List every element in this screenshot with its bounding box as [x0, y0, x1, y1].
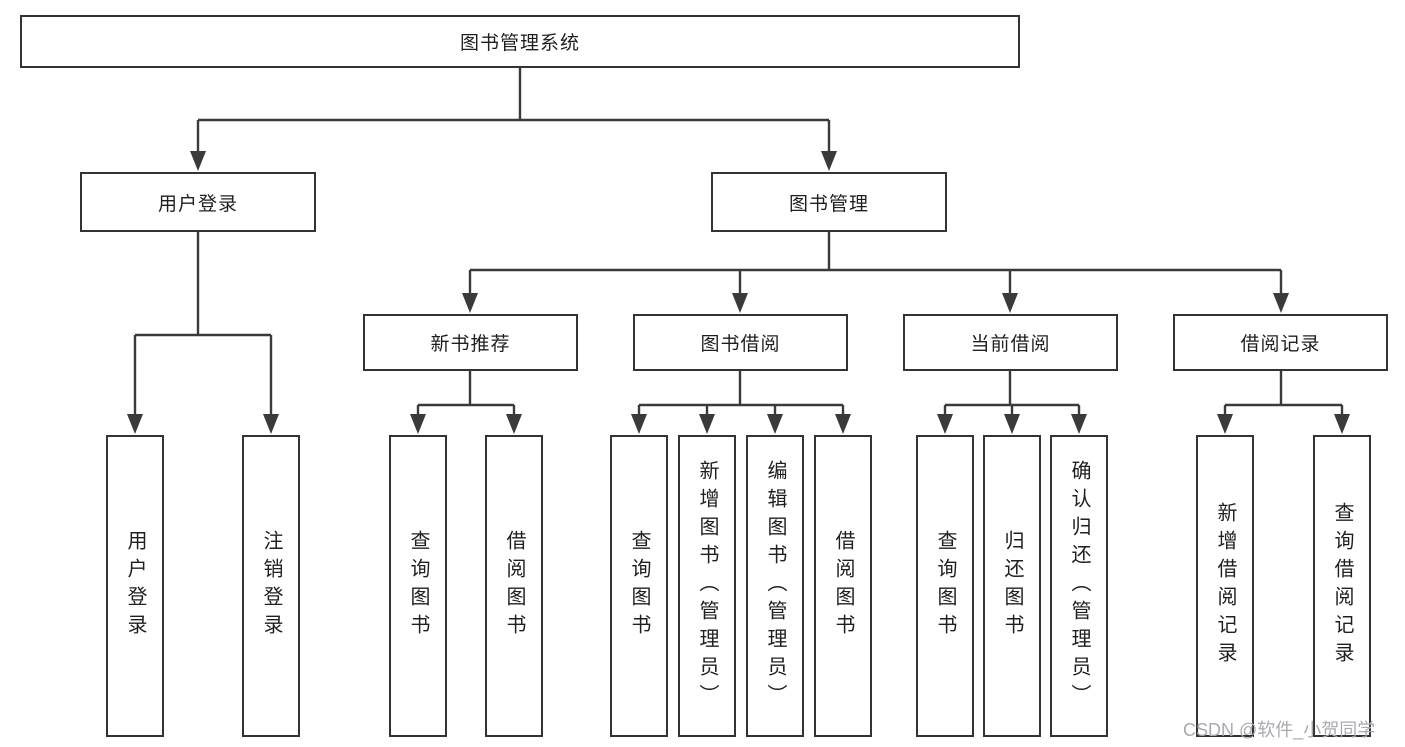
- connector-current-to-leaves: [937, 371, 1087, 434]
- connector-userlogin-to-leaves: [127, 232, 279, 434]
- csdn-watermark: CSDN @软件_小贺同学: [1183, 720, 1376, 740]
- leaf-bb-borrow-books: 借阅图书: [814, 435, 872, 737]
- node-borrowing-records: 借阅记录: [1173, 314, 1388, 371]
- node-user-login: 用户登录: [80, 172, 316, 232]
- node-system-root: 图书管理系统: [20, 15, 1020, 68]
- node-book-management: 图书管理: [711, 172, 947, 232]
- leaf-bb-query-books: 查询图书: [610, 435, 668, 737]
- leaf-cb-return-books: 归还图书: [983, 435, 1041, 737]
- node-current-borrowing: 当前借阅: [903, 314, 1118, 371]
- leaf-br-query-record: 查询借阅记录: [1313, 435, 1371, 737]
- node-new-book-recommend: 新书推荐: [363, 314, 578, 371]
- connector-borrowing-to-leaves: [631, 371, 851, 434]
- leaf-cb-query-books: 查询图书: [916, 435, 974, 737]
- node-book-borrowing: 图书借阅: [633, 314, 848, 371]
- connector-records-to-leaves: [1217, 371, 1350, 434]
- leaf-bb-add-books-admin: 新增图书（管理员）: [678, 435, 736, 737]
- leaf-logout: 注销登录: [242, 435, 300, 737]
- leaf-br-add-record: 新增借阅记录: [1196, 435, 1254, 737]
- connector-newbook-to-leaves: [410, 371, 522, 434]
- connector-root-to-level2: [190, 68, 837, 171]
- leaf-bb-edit-books-admin: 编辑图书（管理员）: [746, 435, 804, 737]
- leaf-nbr-borrow-books: 借阅图书: [485, 435, 543, 737]
- leaf-nbr-query-books: 查询图书: [389, 435, 447, 737]
- leaf-cb-confirm-return-admin: 确认归还（管理员）: [1050, 435, 1108, 737]
- connector-bookmgmt-to-level3: [462, 232, 1289, 313]
- leaf-user-login: 用户登录: [106, 435, 164, 737]
